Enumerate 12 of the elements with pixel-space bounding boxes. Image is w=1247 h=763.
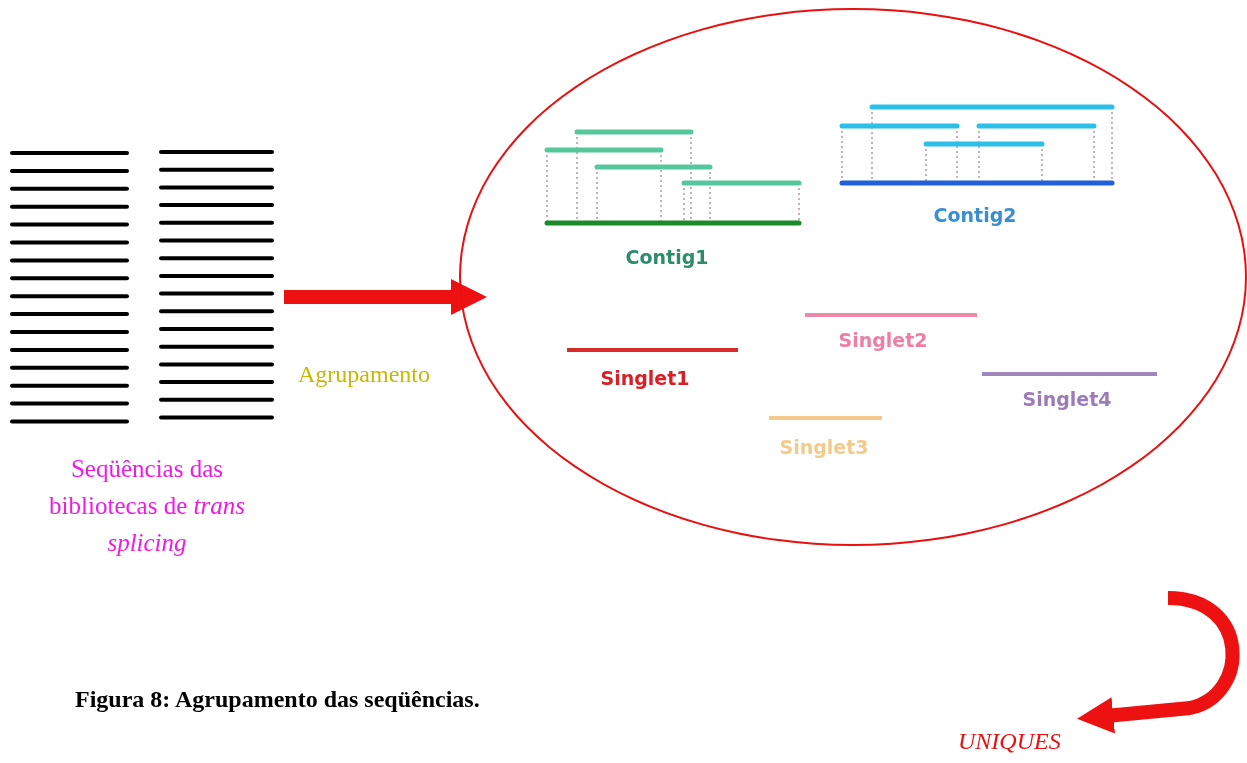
sequence-label: Contig1 <box>625 248 709 267</box>
sequence-label: Singlet1 <box>600 369 690 388</box>
group-caption: Seqüências das bibliotecas de trans splicing <box>48 454 246 558</box>
sequence-label: Singlet4 <box>1022 390 1112 409</box>
sequence-label: Contig2 <box>933 206 1017 225</box>
cluster-ellipse <box>459 8 1247 546</box>
arrow <box>284 278 488 316</box>
figure-caption: Figura 8: Agrupamento das seqüências. <box>75 686 480 713</box>
output-label: UNIQUES <box>958 728 1061 755</box>
sequence-label: Singlet3 <box>779 438 869 457</box>
sequence-label: Singlet2 <box>838 331 928 350</box>
arrow <box>1077 591 1240 734</box>
